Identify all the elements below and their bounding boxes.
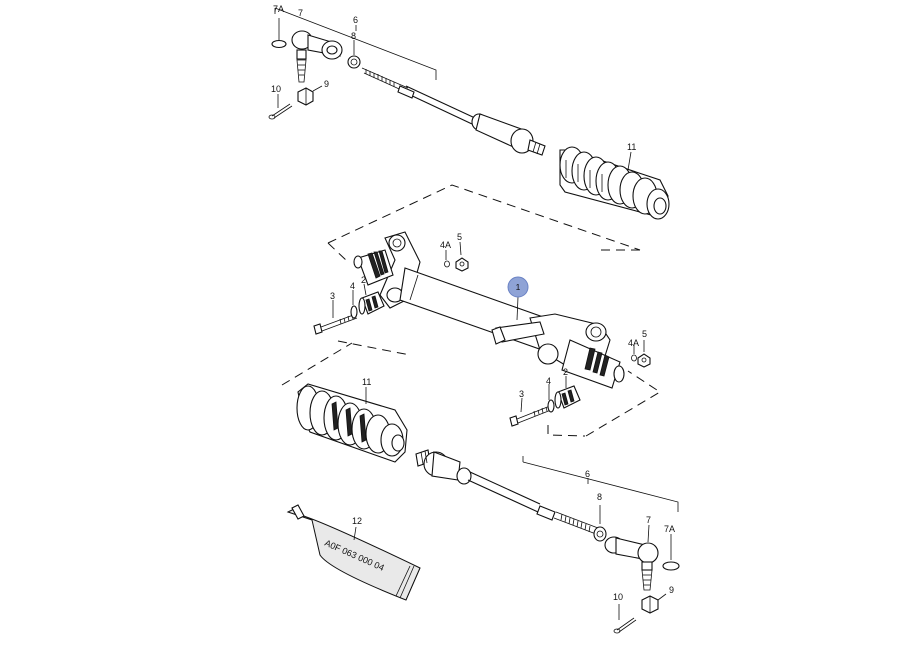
callout-7-upper: 7: [298, 8, 303, 18]
inner-ball-joint-lower[interactable]: [415, 449, 472, 485]
callout-5-upper: 5: [457, 232, 462, 242]
callout-8-lower: 8: [597, 492, 602, 502]
callout-labels: 7A 7 6 8 10 9 11 4A 5 3 4 2 5 4A 11 2 4 …: [271, 4, 675, 602]
callout-1: 1: [516, 282, 521, 292]
callout-10-lower: 10: [613, 592, 623, 602]
rubber-bush-upper[interactable]: [358, 291, 385, 315]
callout-9-upper: 9: [324, 79, 329, 89]
rack-housing-group: [281, 184, 661, 437]
lock-nut-lower[interactable]: [593, 526, 607, 542]
washer-4A-lower[interactable]: [631, 354, 637, 362]
callout-2-upper: 2: [361, 275, 366, 285]
mount-bolt-upper[interactable]: [313, 313, 358, 335]
callout-11-lower: 11: [362, 377, 371, 387]
callout-6-upper: 6: [353, 15, 358, 25]
callout-3-upper: 3: [330, 291, 335, 301]
nut-9-upper[interactable]: [297, 87, 314, 106]
callout-4A-upper: 4A: [440, 240, 451, 250]
washer-4-upper[interactable]: [350, 305, 358, 319]
inner-ball-joint-upper[interactable]: [471, 113, 546, 156]
callout-4-lower: 4: [546, 376, 551, 386]
mount-bolt-lower[interactable]: [509, 405, 552, 427]
callout-7A-upper: 7A: [273, 4, 284, 14]
callout-12: 12: [352, 516, 362, 526]
tie-rod-end-upper[interactable]: [291, 30, 343, 83]
callout-8-upper: 8: [351, 31, 356, 41]
callout-5-lower: 5: [642, 329, 647, 339]
bellows-boot-lower[interactable]: [296, 383, 408, 463]
callout-9-lower: 9: [669, 585, 674, 595]
callout-10-upper: 10: [271, 84, 281, 94]
part-1-hotspot[interactable]: 1: [507, 276, 529, 298]
nut-5-lower[interactable]: [637, 353, 651, 368]
callout-7-lower: 7: [646, 515, 651, 525]
lock-nut-upper[interactable]: [347, 55, 361, 69]
split-pin-lower[interactable]: [613, 617, 637, 634]
bellows-boot-upper[interactable]: [559, 146, 670, 220]
callout-7A-lower: 7A: [664, 524, 675, 534]
rubber-bush-lower[interactable]: [554, 385, 581, 409]
dust-cap-upper[interactable]: [271, 39, 287, 49]
grease-tube[interactable]: A0F 063 000 04: [286, 504, 421, 601]
tie-rod-end-lower[interactable]: [604, 536, 659, 591]
upper-tie-rod-assembly: [268, 7, 546, 156]
callout-4A-lower: 4A: [628, 338, 639, 348]
nut-5-upper[interactable]: [455, 257, 469, 272]
lower-tie-rod-assembly: [415, 449, 680, 634]
split-pin-upper[interactable]: [268, 103, 293, 120]
callout-4-upper: 4: [350, 281, 355, 291]
callout-3-lower: 3: [519, 389, 524, 399]
steering-rack-main[interactable]: [353, 231, 625, 389]
washer-4A-upper[interactable]: [444, 260, 450, 268]
callout-11-upper: 11: [627, 142, 636, 152]
callout-2-lower: 2: [563, 367, 568, 377]
dust-cap-lower[interactable]: [662, 561, 680, 571]
callout-6-lower: 6: [585, 469, 590, 479]
washer-4-lower[interactable]: [547, 399, 555, 413]
nut-9-lower[interactable]: [641, 595, 659, 614]
